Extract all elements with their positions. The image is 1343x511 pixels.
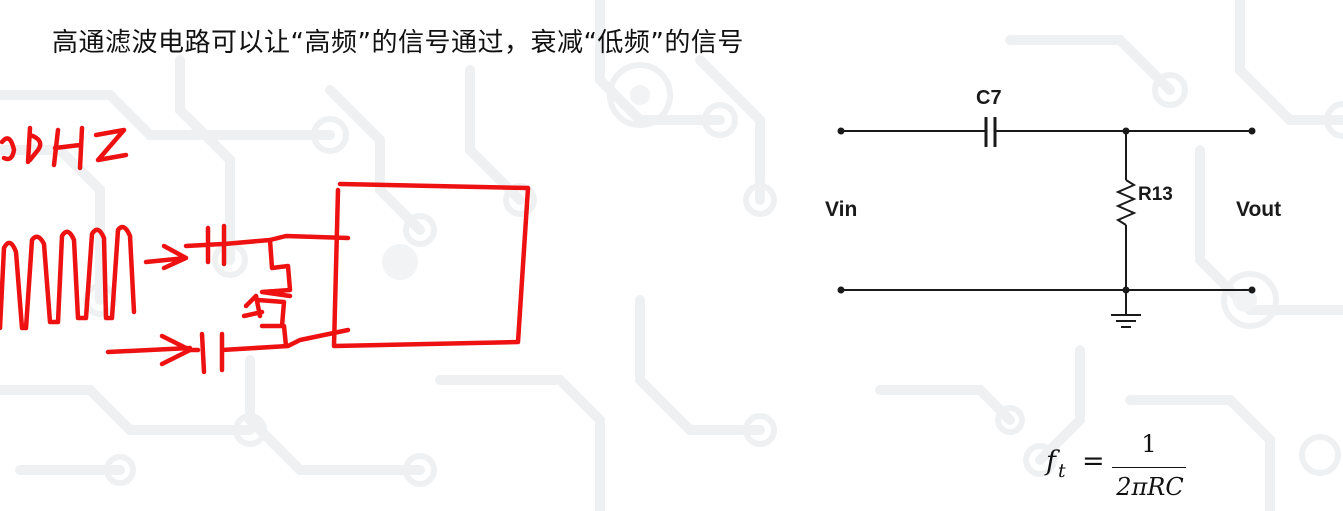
ink-scribble-hz	[0, 125, 129, 171]
capacitor-label: C7	[976, 87, 1002, 109]
input-terminal-top	[837, 127, 845, 135]
slide-heading: 高通滤波电路可以让“高频”的信号通过，衰减“低频”的信号	[52, 28, 744, 58]
junction-bottom	[1122, 286, 1130, 294]
resistor-zigzag	[1115, 179, 1137, 226]
output-terminal-top	[1248, 127, 1256, 135]
ink-upper-arrow	[143, 243, 189, 271]
ink-lower-arrow	[105, 333, 193, 367]
junction-top	[1122, 127, 1130, 135]
formula-numerator: 1	[1141, 430, 1157, 458]
output-terminal-bottom	[1248, 286, 1256, 294]
formula-fraction-bar	[1112, 467, 1186, 468]
ink-box	[331, 181, 531, 349]
formula-symbol: f	[1046, 446, 1056, 477]
input-label: Vin	[825, 198, 857, 221]
output-label: Vout	[1236, 198, 1281, 221]
formula-subscript: t	[1058, 460, 1066, 482]
ink-resistor	[241, 237, 293, 349]
resistor-label: R13	[1138, 184, 1173, 205]
formula-denominator: 2πRC	[1116, 473, 1184, 501]
formula-equals-sign: =	[1082, 446, 1105, 477]
ink-upper-capacitor	[183, 223, 351, 267]
ink-lower-capacitor	[187, 327, 351, 375]
input-terminal-bottom	[837, 286, 845, 294]
ink-square-wave	[0, 224, 137, 331]
